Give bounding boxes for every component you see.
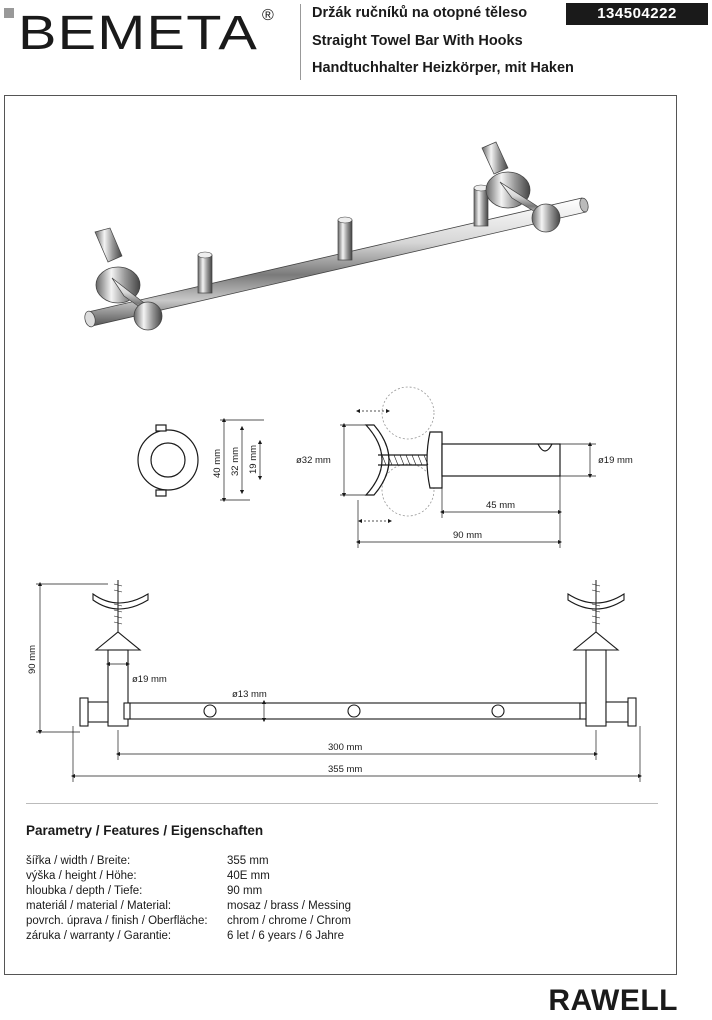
feature-row: šířka / width / Breite: 355 mm	[26, 854, 351, 869]
brand-name: RAWELL	[548, 984, 678, 1017]
dim-d13-label: ø13 mm	[232, 689, 267, 700]
feature-row: hloubka / depth / Tiefe: 90 mm	[26, 884, 351, 899]
profile-view-dimensions	[340, 408, 596, 548]
feature-label: hloubka / depth / Tiefe:	[26, 885, 143, 897]
drawing-frame	[4, 95, 677, 975]
profile-view-threads	[381, 454, 429, 466]
bemeta-logo: BEMETA ®	[4, 2, 294, 62]
feature-value: chrom / chrome / Chrom	[227, 915, 351, 927]
feature-label: šířka / width / Breite:	[26, 855, 131, 867]
product-title-cz: Držák ručníků na otopné těleso	[312, 5, 528, 21]
features-list: šířka / width / Breite: 355 mm výška / h…	[26, 854, 351, 944]
feature-label: povrch. úprava / finish / Oberfläche:	[26, 915, 208, 927]
feature-value: 90 mm	[227, 885, 263, 897]
feature-label: výška / height / Höhe:	[26, 870, 137, 882]
profile-view	[364, 386, 561, 517]
dim-40-label: 40 mm	[212, 449, 223, 478]
dim-90-profile-label: 90 mm	[453, 530, 482, 541]
front-view-dimensions	[36, 581, 643, 782]
dim-19-label: 19 mm	[248, 445, 259, 474]
dim-90-front-label: 90 mm	[27, 645, 38, 674]
features-divider	[26, 803, 658, 804]
feature-value: 40E mm	[227, 870, 270, 882]
side-view-dimensions	[220, 417, 264, 503]
dim-d19-front-label: ø19 mm	[132, 674, 167, 685]
product-title-de: Handtuchhalter Heizkörper, mit Haken	[312, 60, 574, 76]
product-title-en: Straight Towel Bar With Hooks	[312, 33, 523, 49]
registered-mark: ®	[262, 7, 274, 24]
logo-graphic: BEMETA ®	[4, 7, 274, 60]
dim-d19-profile-label: ø19 mm	[598, 455, 633, 466]
dim-300-label: 300 mm	[328, 742, 362, 753]
feature-label: materiál / material / Material:	[26, 900, 172, 912]
features-title: Parametry / Features / Eigenschaften	[26, 823, 264, 838]
feature-row: materiál / material / Material: mosaz / …	[26, 899, 351, 914]
front-view	[79, 580, 637, 727]
feature-label: záruka / warranty / Garantie:	[26, 930, 172, 942]
dim-d32-label: ø32 mm	[296, 455, 331, 466]
feature-value: mosaz / brass / Messing	[227, 900, 351, 912]
product-render	[84, 141, 589, 331]
product-code-badge: 134504222	[566, 3, 708, 25]
feature-row: povrch. úprava / finish / Oberfläche: ch…	[26, 914, 351, 929]
dim-32-label: 32 mm	[230, 447, 241, 476]
header-divider	[300, 4, 301, 80]
dim-355-label: 355 mm	[328, 764, 362, 775]
dim-45-label: 45 mm	[486, 500, 515, 511]
feature-value: 355 mm	[227, 855, 269, 867]
feature-value: 6 let / 6 years / 6 Jahre	[227, 930, 344, 942]
feature-row: výška / height / Höhe: 40E mm	[26, 869, 351, 884]
feature-row: záruka / warranty / Garantie: 6 let / 6 …	[26, 929, 351, 944]
logo-text: BEMETA	[18, 7, 258, 60]
side-view	[137, 424, 199, 497]
